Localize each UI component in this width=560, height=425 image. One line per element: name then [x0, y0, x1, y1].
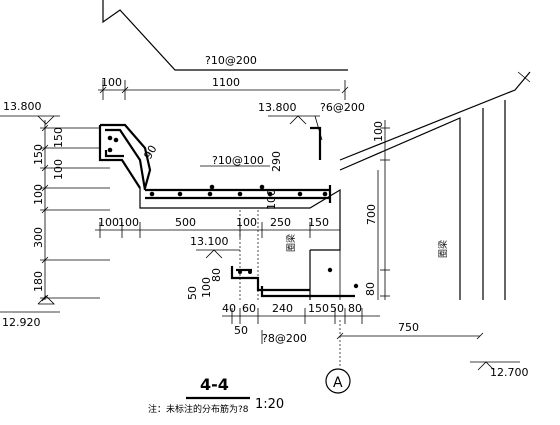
level-13800-right: 13.800 — [258, 101, 297, 114]
left-dimension-line — [40, 120, 110, 302]
hatch-label-left: 圈梁 — [285, 234, 297, 252]
dim-mid-100a: 100 — [98, 216, 119, 229]
dim-bottom-40: 40 — [222, 302, 236, 315]
bottom-dimension-line — [222, 308, 380, 324]
rebar-dots — [107, 135, 328, 197]
hatch-label-right: 圈梁 — [437, 240, 449, 258]
level-mark-13100 — [196, 249, 240, 259]
level-13800-left: 13.800 — [3, 100, 42, 113]
dim-mid-250: 250 — [270, 216, 291, 229]
top-rebar-label: ?10@200 — [205, 54, 257, 67]
level-13100: 13.100 — [190, 235, 229, 248]
right-dimension-line — [380, 120, 390, 300]
leader-right-rebar — [314, 115, 323, 141]
section-note: 注：未标注的分布筋为?8 — [148, 403, 249, 415]
bottom-rebar-label: ?8@200 — [262, 332, 307, 345]
dim-90: 90 — [141, 143, 159, 162]
dim-bottom-150: 150 — [308, 302, 329, 315]
dim-700: 700 — [365, 204, 378, 225]
dim-bottom-80: 80 — [348, 302, 362, 315]
level-12700: 12.700 — [490, 366, 529, 379]
dim-80-right: 80 — [364, 282, 377, 296]
level-mark-13800-right — [268, 115, 320, 125]
level-12920: 12.920 — [2, 316, 41, 329]
right-rebar-label: ?6@200 — [320, 101, 365, 114]
axis-bubble-a — [325, 320, 351, 394]
dim-left-100a: 100 — [52, 159, 65, 180]
wall-column — [239, 170, 379, 300]
dim-750: 750 — [398, 321, 419, 334]
dim-mid-150: 150 — [308, 216, 329, 229]
dim-left-300: 300 — [32, 227, 45, 248]
dim-left-150b: 150 — [32, 144, 45, 165]
level-mark-12920 — [0, 295, 60, 313]
dim-100-ledge: 100 — [200, 277, 213, 298]
dim-290: 290 — [270, 151, 283, 172]
dim-top-1100: 1100 — [212, 76, 240, 89]
top-dimension-line — [98, 80, 349, 100]
dim-80-ledge: 80 — [210, 268, 223, 282]
dim-left-180: 180 — [32, 271, 45, 292]
dim-100a: 100 — [265, 189, 278, 210]
dim-mid-100b: 100 — [118, 216, 139, 229]
rebar-cage — [104, 126, 332, 203]
section-scale: 1:20 — [255, 397, 284, 412]
level-mark-13800-left — [0, 115, 60, 125]
dim-left-100b: 100 — [32, 184, 45, 205]
dim-left-150a: 150 — [52, 127, 65, 148]
level-mark-12700 — [470, 361, 520, 371]
right-slope — [339, 71, 531, 300]
dim-100-right: 100 — [372, 121, 385, 142]
dim-bottom-50: 50 — [234, 324, 248, 337]
mid-rebar-label: ?10@100 — [212, 154, 264, 167]
dim-mid-100c: 100 — [236, 216, 257, 229]
dim-bottom-60: 60 — [242, 302, 256, 315]
top-slab-lines — [102, 0, 348, 71]
dim-top-100: 100 — [101, 76, 122, 89]
lower-ledge — [230, 266, 359, 298]
axis-label-a: A — [333, 375, 343, 391]
dim-bottom-240: 240 — [272, 302, 293, 315]
dim-bottom-50b: 50 — [330, 302, 344, 315]
dim-mid-500: 500 — [175, 216, 196, 229]
section-title: 4-4 — [200, 375, 229, 394]
dim-50-ledge: 50 — [186, 286, 199, 300]
